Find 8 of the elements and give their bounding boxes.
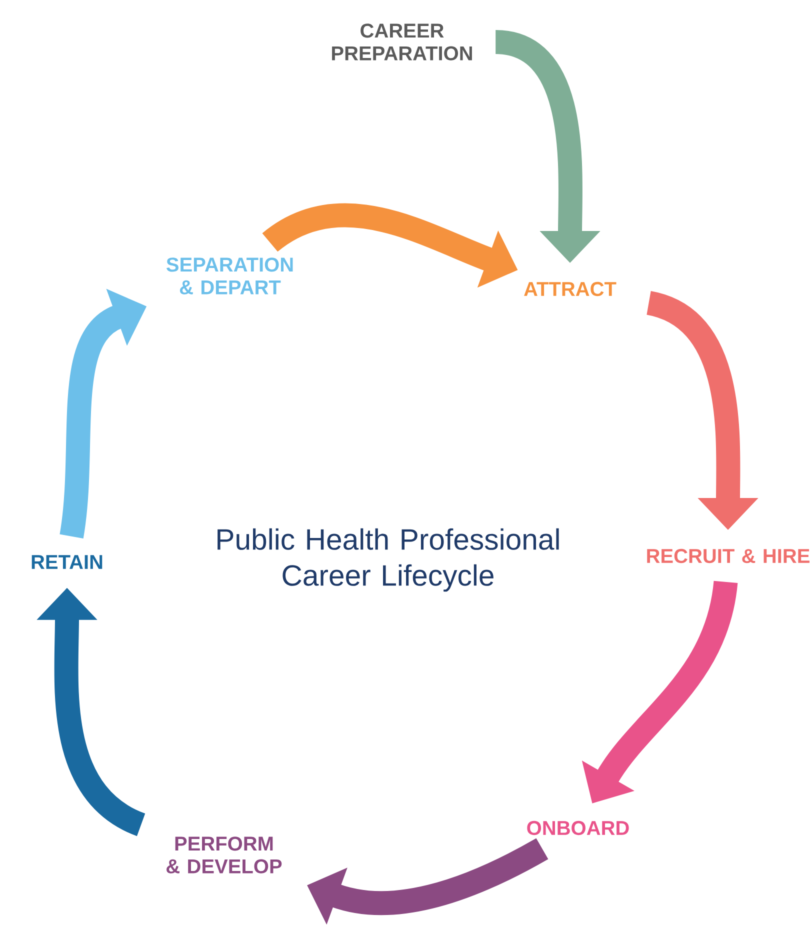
step-label: RETAIN xyxy=(32,555,102,569)
center-title: Public Health Professional Career Lifecycle xyxy=(218,528,559,592)
step-label: CAREER PREPARATION xyxy=(332,24,472,60)
step-label: SEPARATION & DEPART xyxy=(166,258,293,294)
step-label: ATTRACT xyxy=(524,282,616,296)
step-label: RECRUIT & HIRE xyxy=(647,548,810,564)
step-label: ONBOARD xyxy=(527,820,629,836)
step-label: PERFORM & DEVELOP xyxy=(166,836,282,874)
